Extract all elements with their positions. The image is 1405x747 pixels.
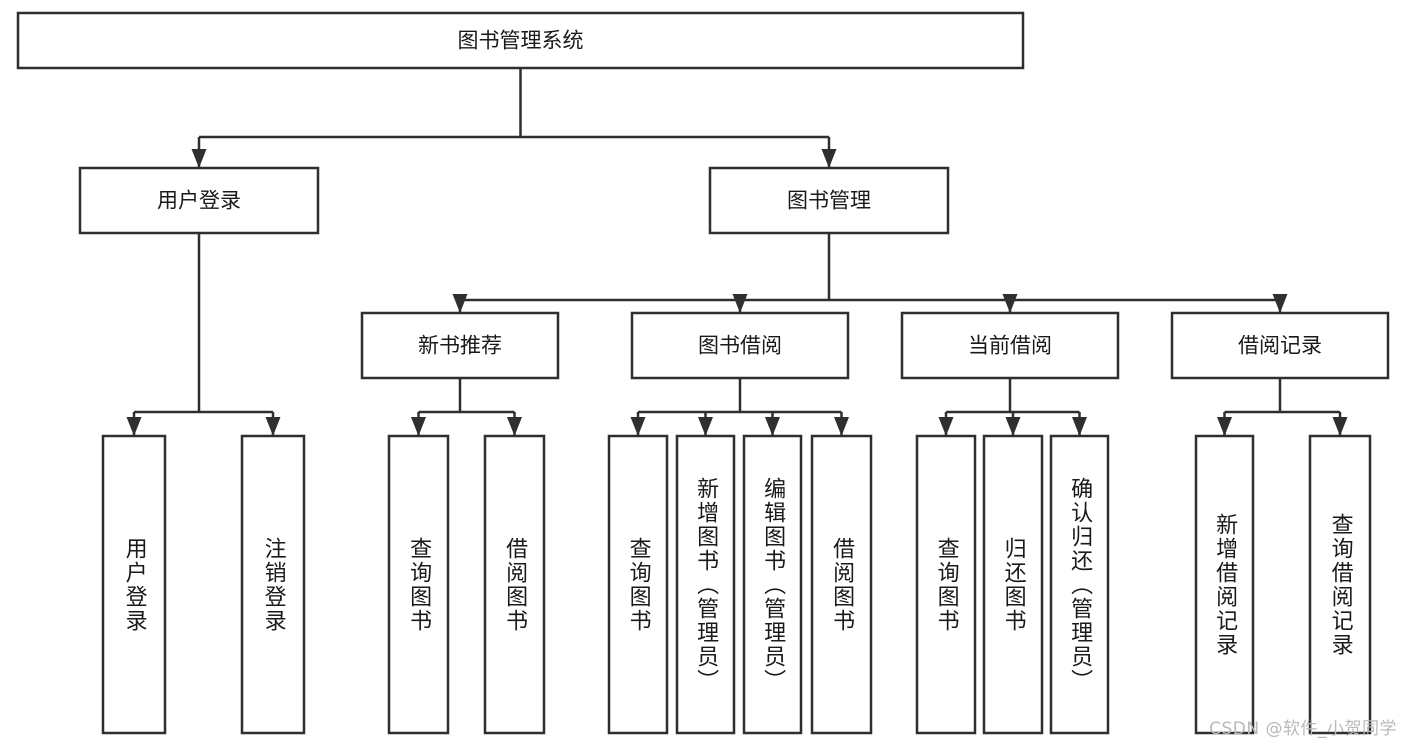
node-label-book-manage: 图书管理 <box>787 189 871 213</box>
node-box-leaf-query-book-recommend[interactable] <box>387 434 450 735</box>
node-box-leaf-add-borrow-record[interactable] <box>1194 434 1255 735</box>
node-box-leaf-borrow-book[interactable] <box>810 434 873 735</box>
arrow-to-user-login <box>191 149 207 168</box>
arrow-to-leaf-query-book-current <box>938 417 954 436</box>
node-label-new-book-recommend: 新书推荐 <box>418 334 502 358</box>
node-box-leaf-edit-book-admin[interactable] <box>742 434 803 735</box>
node-box-leaf-add-book-admin[interactable] <box>675 434 736 735</box>
arrow-to-leaf-user-login <box>126 417 142 436</box>
node-box-leaf-logout[interactable] <box>240 434 306 735</box>
arrow-to-leaf-query-book-borrow <box>630 417 646 436</box>
node-label-user-login: 用户登录 <box>157 189 241 213</box>
node-box-leaf-user-login[interactable] <box>101 434 167 735</box>
node-box-book-borrow[interactable] <box>630 311 850 380</box>
arrow-to-leaf-confirm-return-admin <box>1072 417 1087 436</box>
arrow-to-leaf-borrow-book-recommend <box>507 417 522 436</box>
arrow-to-leaf-query-book-recommend <box>411 417 426 436</box>
arrow-to-leaf-add-book-admin <box>698 417 713 436</box>
box-layer <box>16 11 1390 735</box>
node-box-root[interactable] <box>16 11 1025 70</box>
node-label-book-borrow: 图书借阅 <box>698 334 782 358</box>
node-box-leaf-query-borrow-record[interactable] <box>1308 434 1372 735</box>
arrow-to-book-borrow <box>732 294 748 313</box>
arrow-to-new-book-recommend <box>452 294 468 313</box>
node-box-borrow-record[interactable] <box>1170 311 1390 380</box>
node-box-leaf-query-book-current[interactable] <box>915 434 977 735</box>
arrow-to-borrow-record <box>1272 294 1288 313</box>
node-box-leaf-return-book[interactable] <box>982 434 1044 735</box>
arrow-to-leaf-return-book <box>1005 417 1021 436</box>
node-label-current-borrow: 当前借阅 <box>968 334 1052 358</box>
arrow-to-current-borrow <box>1002 294 1018 313</box>
node-box-new-book-recommend[interactable] <box>360 311 560 380</box>
watermark-text: CSDN @软件_小贺同学 <box>1209 719 1397 739</box>
arrow-to-leaf-add-borrow-record <box>1217 417 1232 436</box>
node-box-book-manage[interactable] <box>708 166 950 235</box>
node-box-leaf-confirm-return-admin[interactable] <box>1049 434 1110 735</box>
node-label-borrow-record: 借阅记录 <box>1238 334 1322 358</box>
node-box-leaf-query-book-borrow[interactable] <box>607 434 669 735</box>
node-label-root: 图书管理系统 <box>458 29 584 53</box>
arrow-to-leaf-edit-book-admin <box>765 417 780 436</box>
arrow-to-leaf-query-borrow-record <box>1332 417 1348 436</box>
node-box-current-borrow[interactable] <box>900 311 1120 380</box>
arrow-to-book-manage <box>821 149 837 168</box>
node-box-leaf-borrow-book-recommend[interactable] <box>483 434 546 735</box>
arrow-to-leaf-logout <box>265 417 281 436</box>
arrow-to-leaf-borrow-book <box>834 417 849 436</box>
connector-layer <box>126 68 1348 436</box>
node-box-user-login[interactable] <box>78 166 320 235</box>
